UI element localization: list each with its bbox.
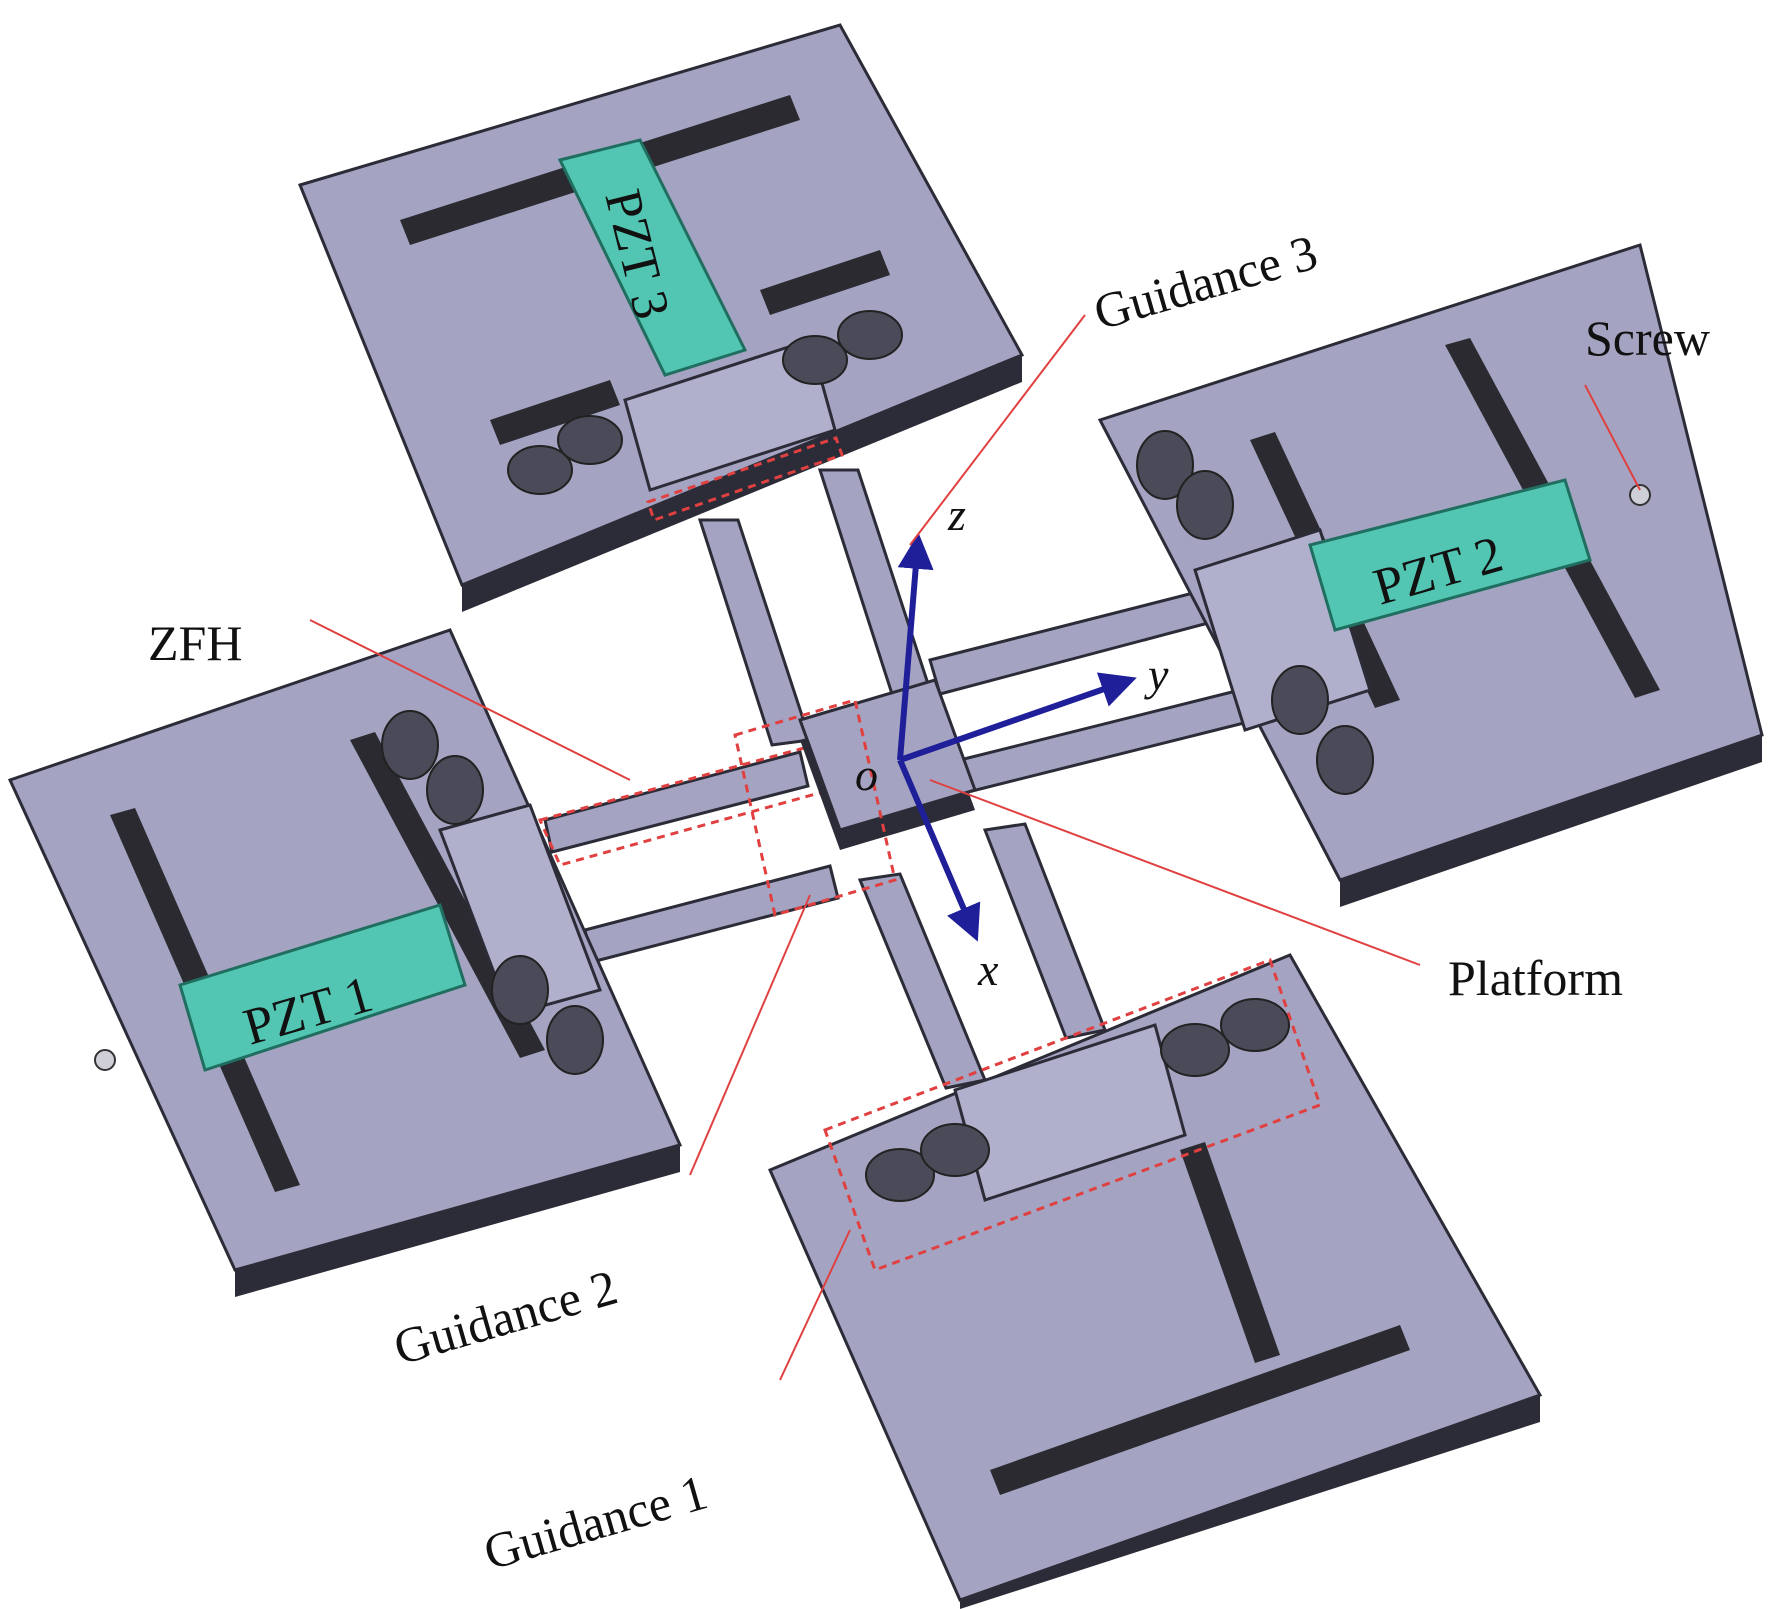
leg-bottom-left (857, 872, 988, 1090)
flexure-legs (543, 468, 1250, 1090)
hinge (1176, 470, 1234, 540)
leg-bottom-right (982, 822, 1108, 1040)
leg-top-left (697, 518, 812, 747)
frame-left-hinges (381, 710, 604, 1075)
frame-right: PZT 2 (1097, 243, 1764, 907)
hinge (557, 415, 623, 465)
frame-bottom-edge (960, 1395, 1540, 1609)
zfh-label: ZFH (148, 615, 242, 671)
coordinate-axes: o z y x (855, 489, 1169, 995)
frame-left-block (438, 803, 602, 1017)
axis-z-label: z (947, 489, 966, 540)
platform (733, 678, 977, 917)
leader-guidance3 (909, 314, 1086, 546)
hinge (426, 755, 484, 825)
hinge (1160, 1023, 1230, 1077)
hinge (782, 335, 848, 385)
pzt1-actuator (178, 903, 467, 1072)
frame-right-hinges (1136, 430, 1374, 795)
guidance1-label: Guidance 1 (478, 1464, 714, 1581)
x-axis-arrow (897, 758, 981, 942)
hinge (546, 1005, 604, 1075)
frame-left: PZT 1 (7, 628, 832, 1297)
leg-left-upper (543, 750, 810, 854)
pzt2-actuator (1308, 478, 1592, 632)
guidance3-highlight (646, 436, 844, 522)
guidance2-label: Guidance 2 (388, 1259, 624, 1376)
screw-icon (1629, 484, 1651, 506)
leg-right-lower (958, 688, 1250, 794)
screw-icon (94, 1049, 116, 1071)
hinge (837, 310, 903, 360)
hinge (507, 445, 573, 495)
frame-left-edge (235, 1145, 680, 1297)
frame-top-slot-2 (760, 250, 890, 315)
leg-right-upper (928, 588, 1214, 696)
frame-top-slot-3 (490, 380, 620, 445)
frame-top-block (623, 338, 837, 492)
frame-top: PZT 3 (297, 23, 1025, 612)
frame-right-edge (1340, 735, 1762, 907)
leader-zfh (309, 619, 631, 781)
y-axis-arrow (899, 672, 1137, 763)
guidance2-highlight (733, 698, 897, 917)
hinge (920, 1123, 990, 1177)
hinge (1220, 998, 1290, 1052)
frame-bottom (768, 953, 1543, 1609)
leader-guidance1 (779, 1229, 851, 1381)
leader-lines (309, 314, 1641, 1381)
axis-x-label: x (977, 944, 999, 995)
hinge (491, 955, 549, 1025)
platform-top (798, 678, 977, 832)
hinge (1316, 725, 1374, 795)
leader-platform (929, 779, 1421, 966)
frame-bottom-hinges (865, 998, 1290, 1202)
guidance1-highlight (823, 958, 1322, 1272)
hinge (381, 710, 439, 780)
hinge (1271, 665, 1329, 735)
guidance3-label: Guidance 3 (1088, 224, 1324, 341)
platform-label: Platform (1448, 950, 1623, 1006)
frame-top-hinges (507, 310, 903, 495)
leader-guidance2 (689, 894, 811, 1176)
frame-top-edge (462, 355, 1022, 612)
leg-left-lower (583, 864, 840, 964)
hinge (865, 1148, 935, 1202)
pzt3-actuator (557, 138, 748, 377)
frame-bottom-slot-2 (1180, 1142, 1280, 1363)
leader-screw (1584, 384, 1641, 491)
frame-bottom-slot-1 (990, 1325, 1410, 1495)
hinge (1136, 430, 1194, 500)
z-axis-arrow (897, 532, 934, 761)
screw-label: Screw (1585, 310, 1710, 366)
axis-origin-label: o (855, 749, 878, 800)
axis-y-label: y (1144, 649, 1169, 700)
